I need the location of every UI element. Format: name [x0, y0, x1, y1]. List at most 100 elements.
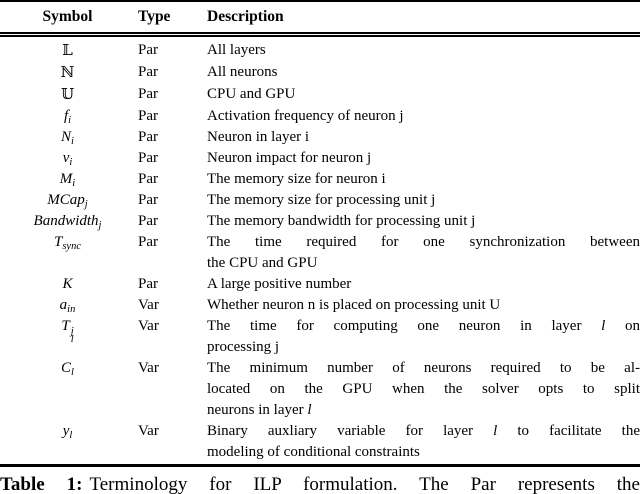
description-cell: The time required for one synchronizatio… — [207, 232, 640, 274]
description-text: modeling of conditional constraints — [207, 444, 420, 460]
symbol-subscript: l — [71, 367, 74, 378]
description-cell: The time for computing one neuron in lay… — [207, 316, 640, 358]
description-text: A large positive number — [207, 276, 352, 292]
description-line: Neuron impact for neuron j — [207, 148, 640, 169]
description-line: A large positive number — [207, 274, 640, 295]
italic-variable: l — [307, 402, 312, 418]
symbol-subscript: i — [68, 115, 72, 126]
description-cell: Neuron in layer i — [207, 127, 640, 148]
description-line: The memory bandwidth for processing unit… — [207, 211, 640, 232]
description-text: Neuron in layer i — [207, 129, 310, 145]
symbol-base: K — [62, 276, 73, 292]
symbol-subscript: l — [69, 430, 73, 441]
type-cell: Par — [138, 150, 158, 166]
header-description: Description — [207, 1, 640, 37]
symbol-base: y — [62, 423, 70, 439]
type-cell: Var — [135, 421, 207, 467]
symbol-base: v — [62, 150, 70, 166]
symbol-base: 𝕃 — [62, 41, 73, 59]
table-row: Cl Var The minimum number of neurons requi… — [0, 358, 640, 421]
symbol-subscript: j — [84, 199, 88, 210]
symbol-cell: Tsync — [0, 232, 135, 274]
type-cell: Var — [138, 360, 159, 376]
type-cell: Par — [138, 64, 158, 80]
type-cell: Var — [138, 297, 159, 313]
table-row: 𝕃 Par All layers — [0, 35, 640, 63]
description-line: Neuron in layer i — [207, 127, 640, 148]
table-row: K Par A large positive number — [0, 274, 640, 295]
description-text: The minimum number of neurons required t… — [207, 360, 640, 376]
description-text: Activation frequency of neuron j — [207, 108, 404, 124]
symbol-cell: Mi — [0, 169, 135, 190]
symbol-base: f — [63, 108, 69, 124]
symbol-cell: fi — [0, 106, 135, 127]
description-cell: Neuron impact for neuron j — [207, 148, 640, 169]
type-cell: Par — [138, 276, 158, 292]
description-cell: The memory size for processing unit j — [207, 190, 640, 211]
symbol-cell: Bandwidthj — [0, 211, 135, 232]
description-cell: All neurons — [207, 62, 640, 84]
description-text: located on the GPU when the solver opts … — [207, 381, 640, 397]
type-cell: Par — [138, 42, 158, 58]
symbol-subscript: in — [67, 304, 76, 315]
description-text: The memory size for neuron i — [207, 171, 386, 187]
description-line: processing j — [207, 337, 640, 358]
symbol-base: T — [61, 318, 70, 334]
description-text: the CPU and GPU — [207, 255, 318, 271]
description-cell: A large positive number — [207, 274, 640, 295]
description-text: Neuron impact for neuron j — [207, 150, 372, 166]
description-line: Binary auxliary variable for layer l to … — [207, 421, 640, 442]
description-line: The minimum number of neurons required t… — [207, 358, 640, 379]
header-row: Symbol Type Description — [0, 1, 640, 37]
table-row: vi Par Neuron impact for neuron j — [0, 148, 640, 169]
description-cell: Activation frequency of neuron j — [207, 106, 640, 127]
symbol-base: Bandwidth — [33, 213, 99, 229]
symbol-cell: 𝕃 — [0, 35, 135, 63]
symbol-base: 𝕌 — [60, 85, 75, 103]
symbol-base: MCap — [47, 192, 85, 208]
description-line: CPU and GPU — [207, 84, 640, 105]
caption-text: Terminology for ILP formulation. The Par… — [89, 474, 640, 494]
symbol-base: a — [59, 297, 68, 313]
description-cell: CPU and GPU — [207, 84, 640, 106]
symbol-base: T — [53, 234, 63, 250]
description-text: to facilitate the — [497, 423, 640, 439]
description-text: All neurons — [207, 64, 278, 80]
symbol-cell: MCapj — [0, 190, 135, 211]
description-text: processing j — [207, 339, 280, 355]
type-cell: Var — [138, 318, 159, 334]
symbol-cell: ain — [0, 295, 135, 316]
type-cell: Par — [138, 213, 158, 229]
type-cell: Par — [138, 192, 158, 208]
header-type: Type — [135, 1, 207, 37]
description-text: on — [605, 318, 640, 334]
symbol-subscript: sync — [62, 241, 81, 252]
description-cell: The memory size for neuron i — [207, 169, 640, 190]
italic-variable: l — [601, 318, 606, 334]
symbol-subscript: l — [70, 334, 74, 345]
description-line: Whether neuron n is placed on processing… — [207, 295, 640, 316]
symbol-base: C — [61, 360, 72, 376]
description-line: neurons in layer l — [207, 400, 640, 421]
description-line: The memory size for processing unit j — [207, 190, 640, 211]
table-header: Symbol Type Description — [0, 1, 640, 37]
table-row: 𝕌 Par CPU and GPU — [0, 84, 640, 106]
symbol-subscript: i — [71, 136, 74, 147]
description-line: modeling of conditional constraints — [207, 442, 640, 463]
description-text: All layers — [207, 42, 266, 58]
caption-label: Table 1: — [0, 474, 83, 494]
symbol-subscript: i — [69, 157, 73, 168]
type-cell: Par — [138, 86, 158, 102]
symbol-cell: K — [0, 274, 135, 295]
type-cell: Par — [138, 234, 158, 250]
